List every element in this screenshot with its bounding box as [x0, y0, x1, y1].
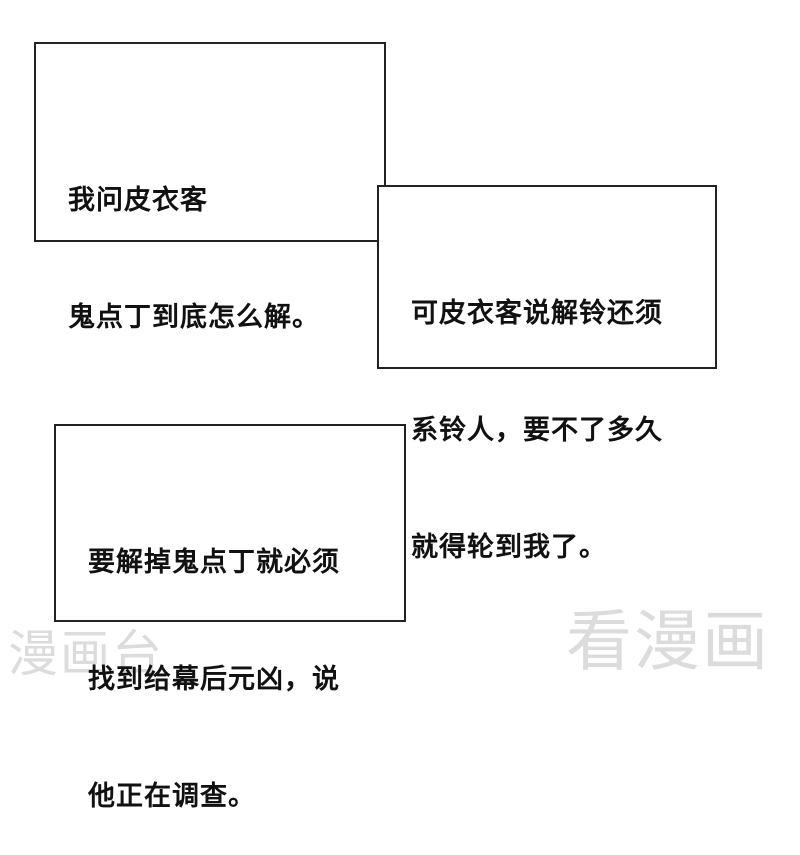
caption-box-top-left: [34, 42, 386, 242]
caption-text-third: 要解掉鬼点丁就必须 找到给幕后元凶，说 他正在调查。: [88, 465, 340, 855]
watermark-right: 看漫画: [566, 603, 770, 680]
caption-line: 要解掉鬼点丁就必须: [88, 547, 340, 578]
watermark-left: 漫画台: [8, 625, 164, 683]
caption-line: 我问皮衣客: [68, 185, 208, 216]
caption-text-second: 可皮衣客说解铃还须 系铃人，要不了多久 就得轮到我了。: [411, 216, 663, 606]
panel-overlap-cover: [379, 187, 715, 367]
caption-text-first: 我问皮衣客 鬼点丁到底怎么解。: [68, 103, 320, 376]
caption-box-bottom-left: [54, 424, 406, 622]
caption-line: 鬼点丁到底怎么解。: [68, 302, 320, 333]
caption-line: 他正在调查。: [88, 781, 256, 812]
caption-line: 就得轮到我了。: [411, 532, 607, 563]
caption-line: 可皮衣客说解铃还须: [411, 298, 663, 329]
caption-line: 找到给幕后元凶，说: [88, 664, 340, 695]
caption-line: 系铃人，要不了多久: [411, 415, 663, 446]
